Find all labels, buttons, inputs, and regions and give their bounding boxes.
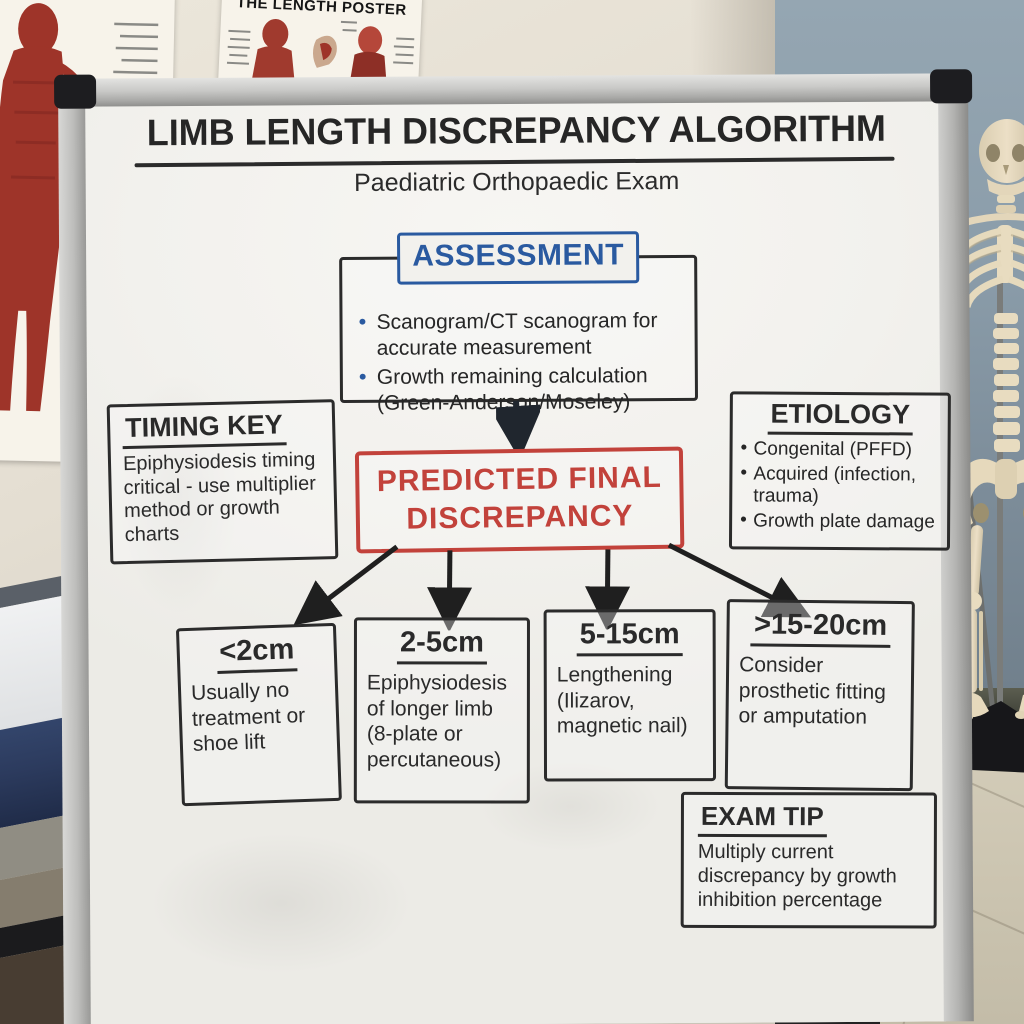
frame-corner-cap-left (54, 74, 97, 109)
branch-treatment: Consider prosthetic fitting or amputatio… (738, 653, 887, 729)
whiteboard-frame-left (58, 78, 91, 1024)
timing-key-body: Epiphysiodesis timing critical - use mul… (122, 448, 317, 546)
etiology-bullet-list: Congenital (PFFD) Acquired (infection, t… (738, 438, 944, 533)
exam-table-cushion (0, 717, 64, 828)
branch-box-under-2cm: <2cm Usually no treatment or shoe lift (175, 622, 342, 807)
skull (979, 119, 1024, 183)
timing-key-header: TIMING KEY (121, 409, 287, 450)
dark-floor-left (0, 945, 64, 1024)
exam-table (0, 548, 64, 1024)
branch-box-2-5cm: 2-5cm Epiphysiodesis of longer limb (8-p… (353, 617, 530, 804)
timing-key-box: TIMING KEY Epiphysiodesis timing critica… (106, 399, 339, 565)
branch-range: 5-15cm (576, 618, 683, 657)
exam-tip-header: EXAM TIP (697, 800, 827, 838)
etiology-bullet: Acquired (infection, trauma) (738, 463, 943, 508)
branch-treatment: Lengthening (Ilizarov, magnetic nail) (556, 663, 688, 738)
branch-box-over-15-20cm: >15-20cm Consider prosthetic fitting or … (724, 599, 915, 792)
assessment-bullet: Growth remaining calculation (Green-Ande… (357, 363, 687, 416)
etiology-header: ETIOLOGY (767, 398, 914, 436)
page-subtitle: Paediatric Orthopaedic Exam (353, 166, 680, 197)
predicted-final-discrepancy-box: PREDICTED FINAL DISCREPANCY (354, 446, 685, 554)
assessment-header: ASSESSMENT (396, 231, 640, 285)
branch-range: >15-20cm (750, 608, 891, 648)
exam-tip-body: Multiply current discrepancy by growth i… (697, 840, 897, 912)
exam-table-paper (0, 595, 64, 730)
exam-tip-box: EXAM TIP Multiply current discrepancy by… (680, 791, 937, 929)
etiology-box: ETIOLOGY Congenital (PFFD) Acquired (inf… (728, 391, 951, 551)
assessment-bullet: Scanogram/CT scanogram for accurate meas… (356, 308, 686, 361)
branch-range: <2cm (215, 633, 298, 674)
page-title: LIMB LENGTH DISCREPANCY ALGORITHM (146, 107, 887, 154)
predicted-line1: PREDICTED FINAL (376, 460, 663, 499)
frame-corner-cap-right (929, 69, 973, 104)
etiology-bullet: Growth plate damage (738, 510, 943, 533)
branch-box-5-15cm: 5-15cm Lengthening (Ilizarov, magnetic n… (543, 609, 717, 782)
predicted-line2: DISCREPANCY (406, 498, 634, 536)
branch-treatment: Usually no treatment or shoe lift (190, 678, 306, 757)
branch-range: 2-5cm (397, 626, 487, 665)
whiteboard: LIMB LENGTH DISCREPANCY ALGORITHM Paedia… (54, 69, 976, 1024)
whiteboard-frame-top (58, 73, 967, 107)
branch-treatment: Epiphysiodesis of longer limb (8-plate o… (366, 671, 508, 772)
etiology-bullet: Congenital (PFFD) (739, 438, 944, 461)
